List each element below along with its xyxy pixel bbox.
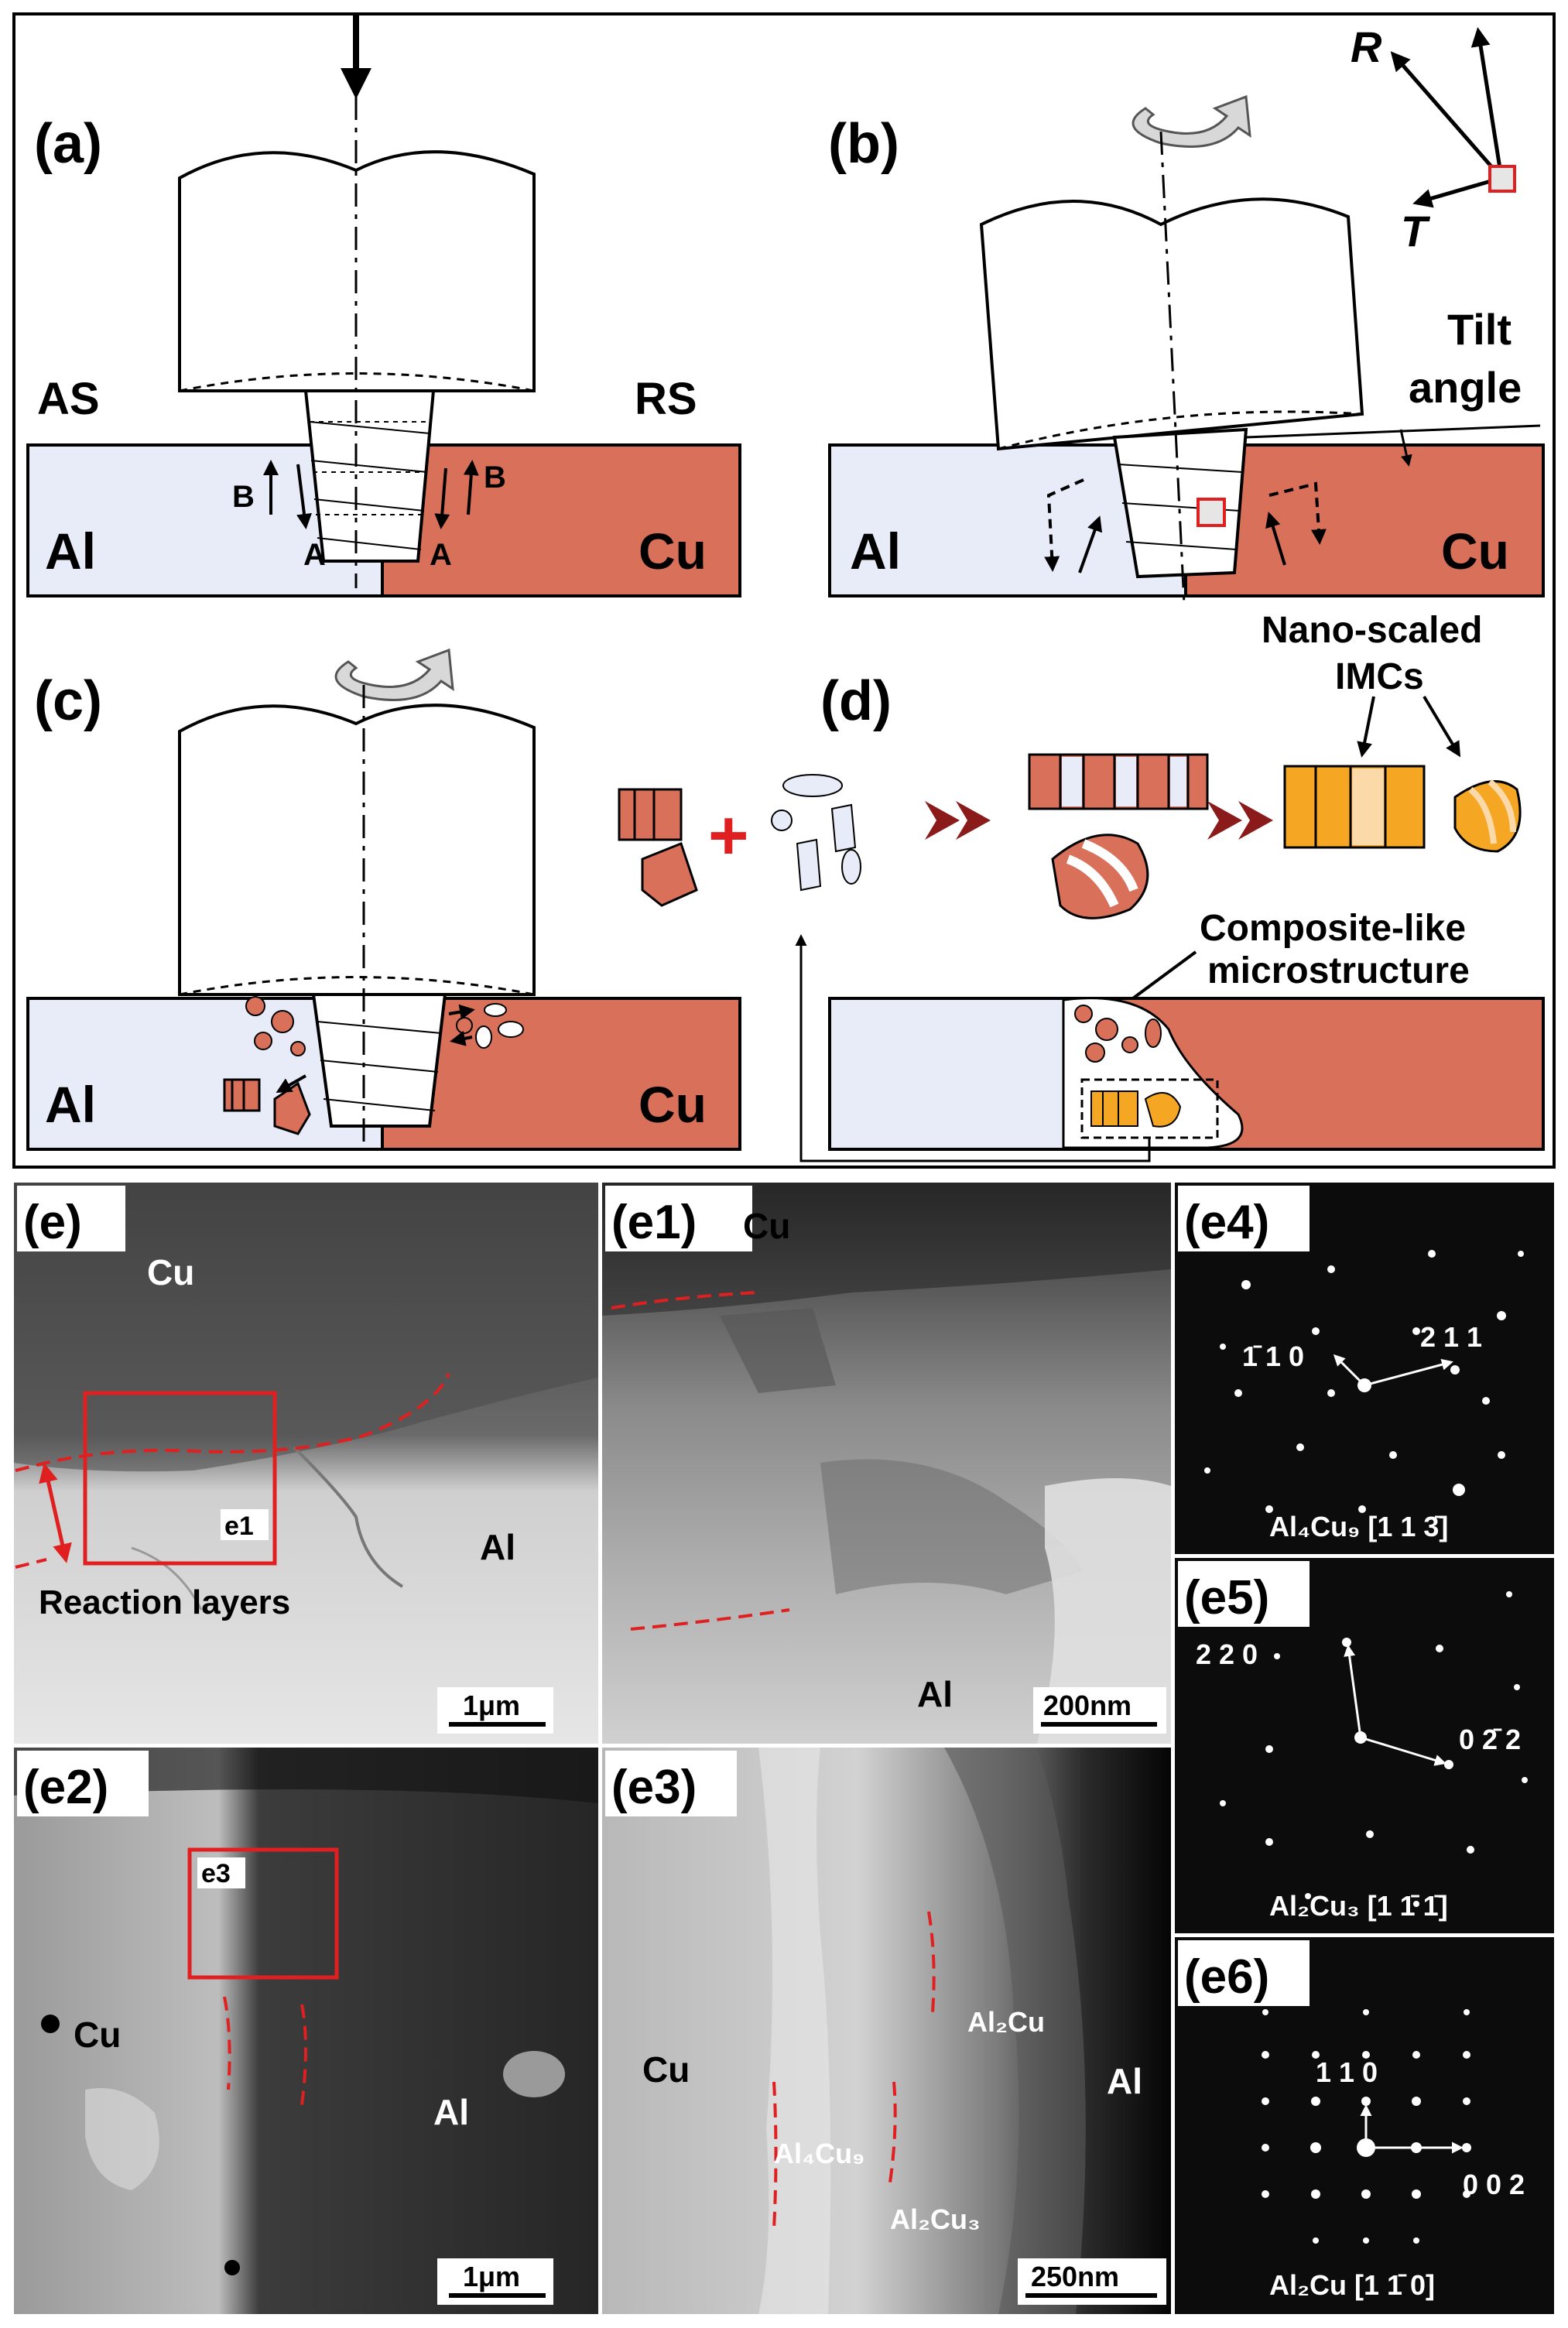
scale-bar-e: 1μm <box>463 1690 520 1721</box>
cu-label-e2: Cu <box>74 2015 121 2055</box>
tool-pin-b <box>1112 427 1248 579</box>
scale-bar-e3: 250nm <box>1031 2261 1119 2292</box>
al-label-c: Al <box>45 1076 96 1133</box>
cu-label-a: Cu <box>638 522 707 580</box>
e4-phase: Al₄Cu₉ [1 1 3̄] <box>1269 1511 1448 1542</box>
cu-plate-b <box>1184 443 1545 597</box>
tool-pin-c <box>311 993 447 1128</box>
scale-bar-e2: 1μm <box>463 2261 520 2292</box>
element-square-b <box>1488 165 1516 193</box>
inset-label-e1: e1 <box>224 1511 254 1541</box>
e6-index-1: 1 1 0 <box>1316 2056 1378 2088</box>
panel-c-label: (c) <box>34 670 102 732</box>
rotation-icon-c <box>334 648 454 701</box>
a-label-1: A <box>303 538 326 572</box>
e4-index-1: 1̄ 1 0 <box>1242 1340 1304 1372</box>
panel-e2: e3 (e2) Cu Al 1μm <box>14 1748 598 2314</box>
panel-c: (c) Al Cu <box>26 648 741 1151</box>
tool-shoulder-c <box>178 704 536 996</box>
al2cu3-label: Al₂Cu₃ <box>890 2203 981 2235</box>
al2cu-label: Al₂Cu <box>967 2006 1045 2038</box>
inset-label-e3: e3 <box>201 1859 231 1888</box>
panel-e3-label: (e3) <box>611 1761 697 1814</box>
cu-label-e3: Cu <box>642 2049 690 2090</box>
panel-e-label: (e) <box>23 1196 82 1249</box>
panel-b: (b) R T Tilt angle Al Cu <box>828 22 1545 604</box>
composite-label-2: microstructure <box>1207 950 1470 991</box>
inset-box-e1 <box>83 1391 277 1566</box>
panel-b-label: (b) <box>828 113 899 175</box>
rotation-icon-b <box>1131 94 1251 148</box>
e4-index-2: 2 1 1 <box>1420 1321 1482 1353</box>
cu-label-e: Cu <box>147 1252 194 1292</box>
e6-phase: Al₂Cu [1 1̄ 0] <box>1269 2269 1435 2301</box>
panel-e5-label: (e5) <box>1184 1571 1269 1624</box>
panel-e1: (e1) Cu Al 200nm <box>602 1183 1171 1744</box>
tilt-label-1: Tilt <box>1447 305 1512 354</box>
panel-e3: (e3) Cu Al Al₂Cu Al₄Cu₉ Al₂Cu₃ 250nm <box>602 1748 1171 2314</box>
cu-label-c: Cu <box>638 1076 707 1133</box>
panel-e6-label: (e6) <box>1184 1950 1269 2004</box>
scale-bar-e1: 200nm <box>1043 1690 1131 1721</box>
r-axis-label: R <box>1351 22 1382 71</box>
nano-label-2: IMCs <box>1335 656 1424 697</box>
tool-pin-a <box>303 389 436 563</box>
nano-label-1: Nano-scaled <box>1262 610 1482 651</box>
reaction-layers-label: Reaction layers <box>39 1583 290 1621</box>
al-label-a: Al <box>45 522 96 580</box>
e6-index-2: 0 0 2 <box>1463 2169 1525 2200</box>
panel-d: (d) + Nano-scaled IMCs Composite-like mi… <box>618 610 1545 1162</box>
e5-phase: Al₂Cu₃ [1 1̄ 1̄] <box>1269 1890 1448 1922</box>
a-label-2: A <box>430 538 452 572</box>
panel-e4-label: (e4) <box>1184 1196 1269 1249</box>
al-label-e3: Al <box>1107 2061 1142 2101</box>
panel-d-label: (d) <box>820 670 892 732</box>
al-label-b: Al <box>850 522 901 580</box>
panel-e2-label: (e2) <box>23 1761 108 1814</box>
e5-index-1: 2 2 0 <box>1196 1638 1258 1670</box>
panel-e5: (e5) 2 2 0 0 2̄ 2 Al₂Cu₃ [1 1̄ 1̄] <box>1175 1558 1554 1933</box>
panel-e6: (e6) 1 1 0 0 0 2 Al₂Cu [1 1̄ 0] <box>1175 1937 1554 2314</box>
panel-a-label: (a) <box>34 113 102 175</box>
al-label-e2: Al <box>433 2092 469 2132</box>
tool-shoulder-b <box>979 197 1364 451</box>
composite-label-1: Composite-like <box>1200 908 1466 949</box>
al4cu9-label: Al₄Cu₉ <box>774 2138 864 2169</box>
cu-label-e1: Cu <box>743 1206 790 1246</box>
al-label-e: Al <box>480 1527 515 1567</box>
element-square-pin <box>1197 498 1226 527</box>
panel-e1-label: (e1) <box>611 1196 697 1249</box>
al-label-e1: Al <box>917 1674 953 1714</box>
inset-box-e3 <box>187 1847 339 1980</box>
e5-index-2: 0 2̄ 2 <box>1459 1724 1521 1755</box>
t-axis-label: T <box>1401 207 1431 255</box>
panel-e: e1 (e) Cu Al Reaction layers 1μm <box>14 1183 598 1744</box>
panel-a: (a) AS RS Al Cu B A A B <box>26 15 741 597</box>
b-label-1: B <box>232 480 255 514</box>
as-label: AS <box>37 374 100 424</box>
tilt-label-2: angle <box>1409 363 1522 412</box>
cu-label-b: Cu <box>1441 522 1509 580</box>
rs-label: RS <box>635 374 697 424</box>
svg-text:+: + <box>708 797 749 875</box>
panel-e4: (e4) 1̄ 1 0 2 1 1 Al₄Cu₉ [1 1 3̄] <box>1175 1183 1554 1554</box>
b-label-2: B <box>484 460 506 495</box>
